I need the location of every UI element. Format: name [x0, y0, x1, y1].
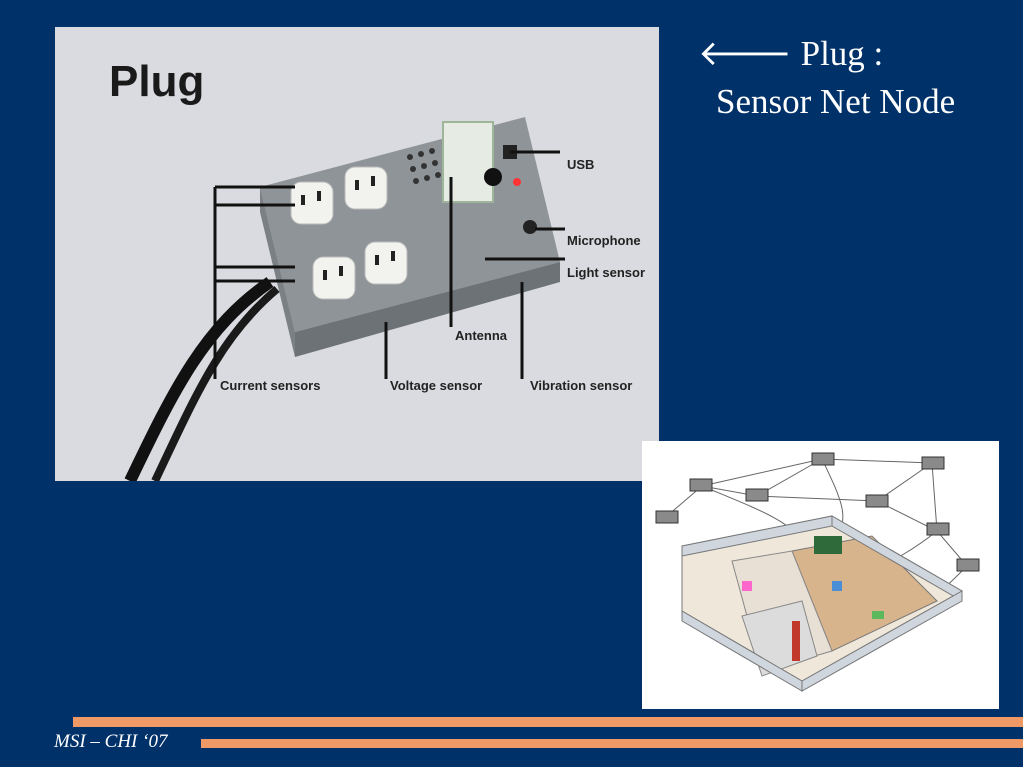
slide-footer: MSI – CHI ‘07	[54, 731, 168, 752]
label-microphone: Microphone	[567, 233, 641, 248]
arrow-left-icon: 🡐	[698, 34, 792, 73]
label-vibration-sensor: Vibration sensor	[530, 378, 633, 393]
title-line-2: Sensor Net Node	[716, 82, 956, 121]
plug-device-illustration	[124, 117, 565, 481]
house-sensor-network-diagram	[642, 441, 999, 709]
label-current-sensors: Current sensors	[220, 378, 321, 393]
slide-title: 🡐 Plug : Sensor Net Node	[698, 30, 955, 126]
label-voltage-sensor: Voltage sensor	[390, 378, 483, 393]
label-antenna: Antenna	[455, 328, 507, 343]
title-line-1: Plug :	[800, 34, 884, 73]
accent-bar-top	[73, 717, 1023, 727]
label-usb: USB	[567, 157, 595, 172]
accent-bar-bottom	[201, 739, 1023, 748]
photo-title: Plug	[109, 57, 205, 106]
house-illustration	[655, 452, 980, 692]
label-light-sensor: Light sensor	[567, 265, 646, 280]
plug-photo: Plug USB Microphone Light sensor Antenna…	[55, 27, 659, 481]
